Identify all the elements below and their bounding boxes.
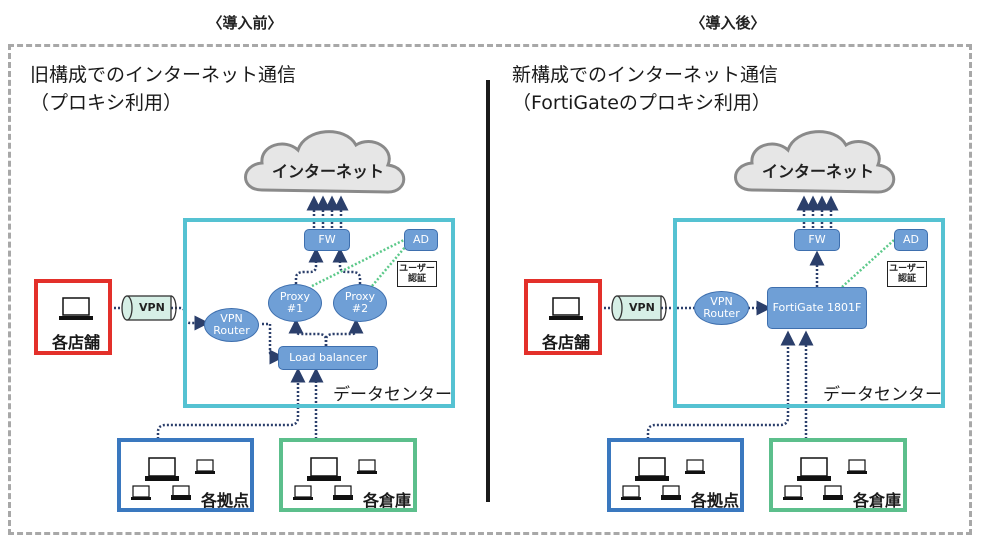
after-datacenter-label: データセンター [823,385,942,405]
after-internet-label: インターネット [762,162,875,181]
before-vpn-tunnel-icon [121,295,177,321]
before-ad-node[interactable]: AD [404,229,438,251]
before-auth-line1: ユーザー [399,264,435,274]
after-fortigate-node[interactable]: FortiGate 1801F [767,287,867,329]
before-internet-label: インターネット [272,162,385,181]
after-cloud-icon [734,130,896,194]
outer-dashed-frame [8,44,972,535]
proxy2-label: Proxy [344,290,376,303]
after-branches-label: 各拠点 [691,491,740,510]
after-ad-node[interactable]: AD [894,229,928,251]
proxy1-label: Proxy [279,290,311,303]
before-auth-links [311,238,407,288]
vpn-router-label-1: VPN [220,312,243,325]
before-phase-label: 〈導入前〉 [207,14,283,32]
before-proxy1-node[interactable]: Proxy #1 [268,284,322,322]
laptop-icon [59,297,93,320]
before-branches-label: 各拠点 [201,491,250,510]
proxy2-number: #2 [351,302,369,315]
before-load-balancer-node[interactable]: Load balancer [278,346,378,370]
after-auth-line2: 認証 [897,274,916,284]
after-vpn-tunnel-icon [611,295,667,321]
vpn-router-label-2: Router [703,307,740,320]
before-vpn-router-node[interactable]: VPN Router [204,308,259,342]
after-datacenter-box [673,218,945,408]
laptop-icon [549,297,583,320]
before-title-line2: （プロキシ利用） [30,92,183,114]
before-warehouses-label: 各倉庫 [363,491,412,510]
before-cloud-icon [244,130,406,194]
before-warehouses-box: 各倉庫 [279,438,417,512]
before-fw-node[interactable]: FW [304,229,350,251]
before-stores-box: 各店舗 [34,279,112,355]
after-branches-box: 各拠点 [607,438,744,512]
after-vpn-tunnel-label: VPN [629,301,655,314]
after-fw-node[interactable]: FW [794,229,840,251]
before-vpn-tunnel-label: VPN [139,301,165,314]
before-stores-label: 各店舗 [52,333,101,352]
before-title-line1: 旧構成でのインターネット通信 [30,64,297,86]
warehouse-laptops-icon [293,457,377,500]
after-phase-label: 〈導入後〉 [690,14,766,32]
before-datacenter-label: データセンター [333,385,452,405]
after-warehouses-box: 各倉庫 [769,438,907,512]
after-warehouses-label: 各倉庫 [853,491,902,510]
before-fw-internet-links [306,195,349,228]
proxy1-number: #1 [286,302,304,315]
vpn-router-label-2: Router [213,324,250,337]
before-datacenter-box [183,218,455,408]
center-divider [486,80,490,502]
warehouse-laptops-icon [783,457,867,500]
vpn-router-label-1: VPN [710,295,733,308]
after-fw-internet-links [796,195,839,228]
before-proxy2-node[interactable]: Proxy #2 [333,284,387,322]
before-auth-line2: 認証 [407,274,426,284]
after-stores-label: 各店舗 [542,333,591,352]
after-auth-line1: ユーザー [889,264,925,274]
after-auth-badge: ユーザー 認証 [887,261,927,287]
before-branches-box: 各拠点 [117,438,254,512]
branch-laptops-icon [621,457,705,500]
after-stores-box: 各店舗 [524,279,602,355]
after-title-line1: 新構成でのインターネット通信 [512,64,779,86]
after-title-line2: （FortiGateのプロキシ利用） [512,92,771,114]
branch-laptops-icon [131,457,215,500]
before-auth-badge: ユーザー 認証 [397,261,437,287]
after-vpn-router-node[interactable]: VPN Router [694,291,749,325]
